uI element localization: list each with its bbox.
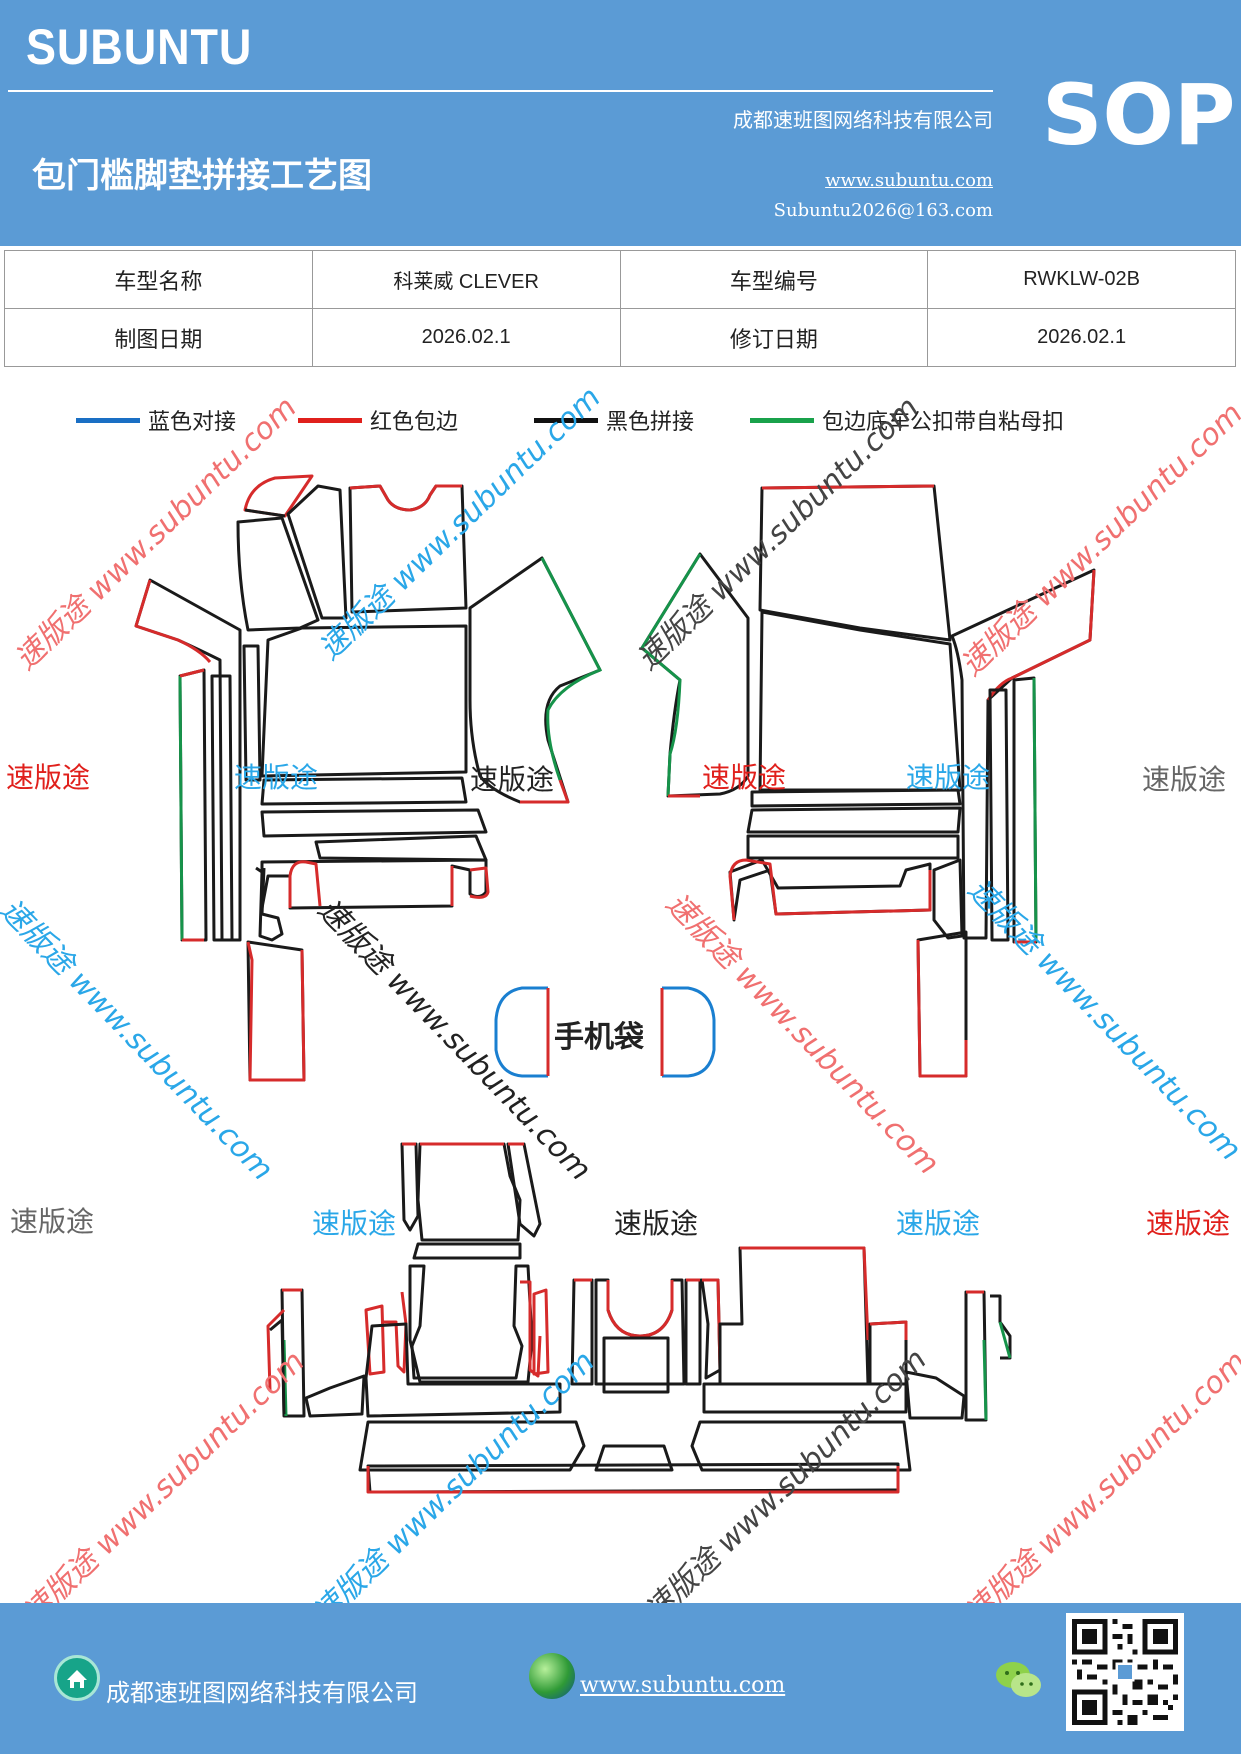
legend-label: 包边底车公扣带自粘母扣	[822, 410, 1065, 435]
table-cell: 车型编号	[619, 250, 929, 309]
qr-code[interactable]	[1066, 1613, 1184, 1731]
globe-icon	[529, 1653, 575, 1699]
watermark-text: 速版途	[1142, 763, 1227, 796]
home-icon	[54, 1655, 100, 1701]
legend: 蓝色对接 红色包边 黑色拼接 包边底车公扣带自粘母扣	[0, 402, 1241, 442]
table-cell: 科莱威 CLEVER	[311, 250, 621, 309]
watermark-text: 速版途	[1146, 1207, 1231, 1240]
table-cell: 2026.02.1	[311, 308, 621, 367]
doc-type-label: SOP	[1042, 66, 1236, 164]
watermark-text: 速版途	[896, 1207, 981, 1240]
legend-swatch	[750, 417, 814, 423]
legend-label: 黑色拼接	[606, 410, 695, 435]
table-cell: 车型名称	[4, 250, 313, 309]
legend-swatch	[76, 417, 140, 423]
watermark-text: 速版途	[312, 1207, 397, 1240]
table-cell: RWKLW-02B	[927, 250, 1236, 309]
document-title: 包门槛脚垫拼接工艺图	[32, 156, 372, 196]
header-banner: SUBUNTU 成都速班图网络科技有限公司 包门槛脚垫拼接工艺图 www.sub…	[0, 0, 1241, 246]
legend-item-green: 包边底车公扣带自粘母扣	[750, 402, 1064, 438]
phone-bag-label: 手机袋	[554, 1020, 644, 1055]
left-front-mats	[134, 474, 603, 1082]
legend-swatch	[298, 417, 362, 423]
header-company: 成都速班图网络科技有限公司	[733, 108, 993, 132]
watermark-text: 速版途	[906, 761, 991, 794]
legend-item-blue: 蓝色对接	[76, 402, 236, 438]
table-cell: 2026.02.1	[927, 308, 1236, 367]
footer-company: 成都速班图网络科技有限公司	[106, 1679, 418, 1707]
header-email[interactable]: Subuntu2026@163.com	[773, 200, 993, 221]
phone-bags	[494, 986, 716, 1078]
header-divider	[8, 90, 993, 92]
watermark-text: 速版途	[6, 761, 91, 794]
table-cell: 制图日期	[4, 308, 313, 367]
table-row: 车型名称 科莱威 CLEVER 车型编号 RWKLW-02B	[4, 250, 1236, 309]
watermark-text: 速版途	[470, 763, 555, 796]
right-front-mats	[640, 484, 1096, 1078]
legend-item-red: 红色包边	[298, 402, 458, 438]
header-website-link[interactable]: www.subuntu.com	[825, 170, 993, 191]
legend-label: 红色包边	[370, 410, 459, 435]
watermark-text: 速版途	[702, 761, 787, 794]
wechat-icon[interactable]	[994, 1659, 1044, 1701]
brand-logo-text: SUBUNTU	[26, 19, 253, 75]
rear-mats	[266, 1142, 1012, 1494]
footer-website-link[interactable]: www.subuntu.com	[580, 1673, 786, 1698]
watermark-text: 速版途	[10, 1205, 95, 1238]
footer-banner: 成都速班图网络科技有限公司 www.subuntu.com	[0, 1603, 1241, 1754]
legend-swatch	[534, 417, 598, 423]
table-row: 制图日期 2026.02.1 修订日期 2026.02.1	[4, 308, 1236, 367]
watermark-text: 速版途	[614, 1207, 699, 1240]
table-cell: 修订日期	[619, 308, 929, 367]
legend-label: 蓝色对接	[148, 410, 237, 435]
watermark-text: 速版途	[234, 761, 319, 794]
legend-item-black: 黑色拼接	[534, 402, 694, 438]
floor-mat-diagram	[134, 474, 1096, 1494]
info-table: 车型名称 科莱威 CLEVER 车型编号 RWKLW-02B 制图日期 2026…	[4, 250, 1236, 367]
